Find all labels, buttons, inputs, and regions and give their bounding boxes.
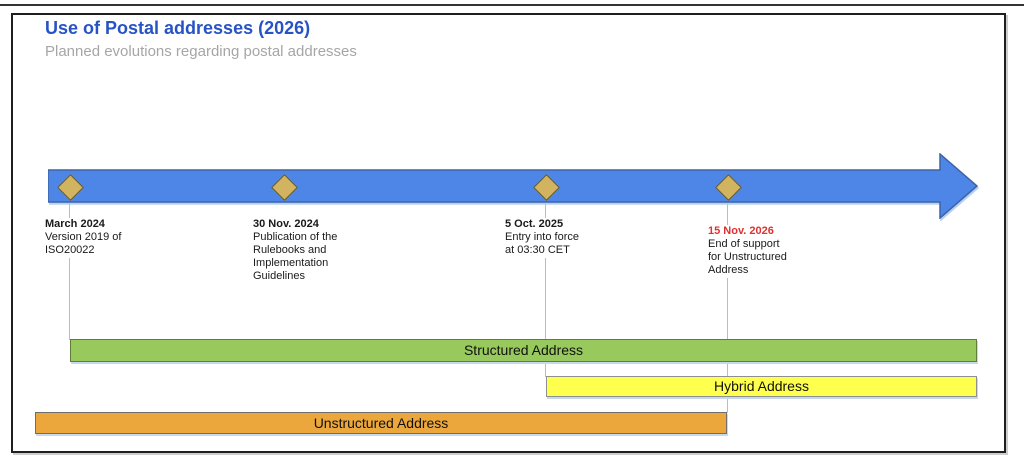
timeline-arrow <box>48 153 978 219</box>
bar-unstructured-address-label: Unstructured Address <box>313 415 449 431</box>
milestone-text-line: Guidelines <box>253 270 305 282</box>
milestone-30-nov-2024: 30 Nov. 2024 Publication of the Rulebook… <box>253 218 340 284</box>
connector-15-nov-2026 <box>726 202 728 413</box>
milestone-text-line: End of support <box>708 238 780 250</box>
milestone-15-nov-2026: 15 Nov. 2026 End of support for Unstruct… <box>708 225 789 278</box>
page-top-rule <box>0 4 1024 6</box>
milestone-date-highlighted: 15 Nov. 2026 <box>708 225 774 237</box>
connector-5-oct-2025 <box>544 202 546 377</box>
milestone-text-line: Rulebooks and <box>253 244 327 256</box>
bar-structured-address-label: Structured Address <box>463 342 584 358</box>
milestone-date: 30 Nov. 2024 <box>253 218 319 230</box>
milestone-date: 5 Oct. 2025 <box>505 218 564 230</box>
bar-structured-address: Structured Address <box>70 339 977 362</box>
bar-unstructured-address: Unstructured Address <box>35 412 727 434</box>
connector-march-2024 <box>68 202 70 340</box>
page-subtitle: Planned evolutions regarding postal addr… <box>45 43 357 60</box>
bar-hybrid-address: Hybrid Address <box>546 376 977 397</box>
milestone-text-line: for Unstructured <box>708 251 787 263</box>
page-title: Use of Postal addresses (2026) <box>45 18 311 38</box>
milestone-5-oct-2025: 5 Oct. 2025 Entry into force at 03:30 CE… <box>505 218 581 258</box>
milestone-text-line: Address <box>708 264 749 276</box>
milestone-march-2024: March 2024 Version 2019 of ISO20022 <box>45 218 124 258</box>
milestone-text-line: Version 2019 of <box>45 231 122 243</box>
bar-hybrid-address-label: Hybrid Address <box>714 378 809 394</box>
timeline-arrow-shape <box>48 153 978 219</box>
milestone-text-line: ISO20022 <box>45 244 95 256</box>
milestone-text-line: Publication of the <box>253 231 338 243</box>
milestone-text-line: Implementation <box>253 257 329 269</box>
milestone-date: March 2024 <box>45 218 105 230</box>
milestone-text-line: Entry into force <box>505 231 579 243</box>
milestone-text-line: at 03:30 CET <box>505 244 570 256</box>
